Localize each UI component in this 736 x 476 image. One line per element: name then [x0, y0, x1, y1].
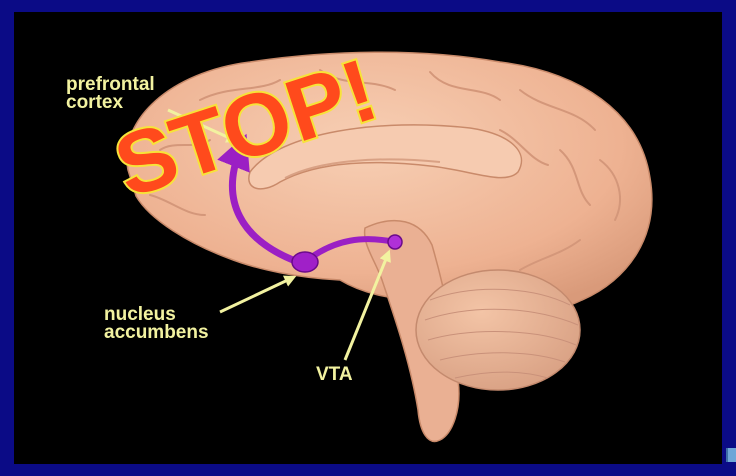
label-vta: VTA	[316, 366, 353, 384]
pointer-nucleus	[220, 278, 292, 312]
label-prefrontal-cortex: prefrontal cortex	[66, 76, 155, 112]
vta-node	[388, 235, 402, 249]
nucleus-accumbens-node	[292, 252, 318, 272]
nav-arrow-icon[interactable]	[726, 448, 736, 462]
label-nucleus-accumbens: nucleus accumbens	[104, 306, 209, 342]
